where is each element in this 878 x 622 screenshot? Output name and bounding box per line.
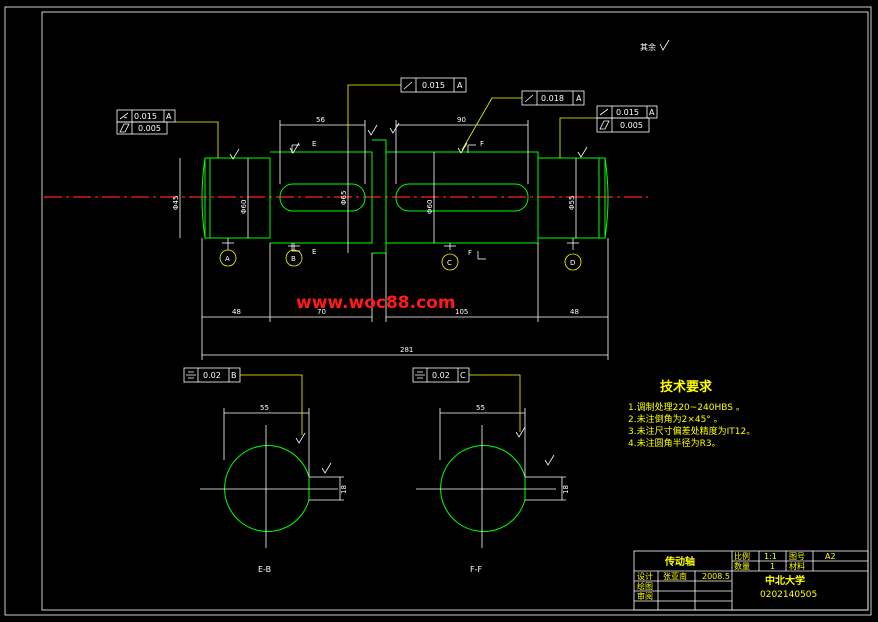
- section-ff-label: F-F: [470, 565, 482, 574]
- dia-label-2: Φ60: [240, 200, 248, 214]
- section-b-depth: 18: [340, 485, 348, 494]
- section-eb: 55 18 E-B: [200, 404, 348, 574]
- roughness-mark-icon: [289, 142, 300, 154]
- review-label: 审阅: [637, 591, 653, 601]
- key2-length: 90: [457, 116, 466, 124]
- sym-frame-b: 0.02 B: [183, 367, 303, 435]
- drawing-no-label: 图号: [789, 552, 805, 561]
- design-label: 设计: [637, 571, 653, 581]
- roughness-mark-icon: [577, 146, 588, 158]
- outer-frame: [4, 6, 872, 616]
- qty-value: 1: [770, 562, 775, 571]
- sym-frame-c: 0.02 C: [412, 367, 521, 432]
- svg-text:0.018: 0.018: [541, 94, 564, 103]
- svg-text:B: B: [231, 371, 237, 380]
- datum-a: A: [219, 238, 237, 267]
- school-name: 中北大学: [765, 574, 805, 587]
- dia-label-1: Φ45: [172, 196, 180, 210]
- svg-text:0.005: 0.005: [620, 121, 643, 130]
- roughness-mark-icon: [367, 124, 378, 136]
- svg-text:A: A: [166, 112, 172, 121]
- svg-text:0.015: 0.015: [422, 81, 445, 90]
- roughness-mark-icon: [229, 148, 240, 160]
- svg-text:0.02: 0.02: [432, 371, 450, 380]
- tol-frame-mid2: 0.018 A: [461, 90, 585, 151]
- section-e-top: E: [312, 140, 316, 148]
- key1-length: 56: [316, 116, 325, 124]
- length-dimensions: 48 70 105 48 281: [201, 238, 609, 360]
- svg-text:0.015: 0.015: [616, 108, 639, 117]
- shaft-outline: [201, 139, 609, 254]
- dia-label-5: Φ55: [568, 196, 576, 210]
- section-eb-label: E-B: [258, 565, 271, 574]
- svg-text:0.015: 0.015: [134, 112, 157, 121]
- svg-text:B: B: [291, 255, 296, 263]
- scale-value: 1:1: [764, 552, 777, 561]
- svg-text:C: C: [447, 259, 452, 267]
- tol-frame-mid: 0.015 A: [347, 77, 467, 140]
- roughness-note: 其余: [640, 42, 656, 52]
- section-e-bot: E: [312, 248, 316, 256]
- tech-req-item-4: 4.未注圆角半径为R3。: [628, 437, 721, 449]
- svg-text:A: A: [576, 94, 582, 103]
- student-id: 0202140505: [760, 590, 817, 600]
- watermark: www.woc88.com: [296, 293, 456, 313]
- svg-text:D: D: [570, 259, 575, 267]
- seg4-length: 48: [570, 308, 579, 316]
- svg-text:0.02: 0.02: [203, 371, 221, 380]
- roughness-symbol-icon: [659, 39, 670, 51]
- seg1-length: 48: [232, 308, 241, 316]
- drawing-no-value: A2: [825, 552, 836, 561]
- dia-label-3: Φ65: [340, 191, 348, 205]
- svg-text:C: C: [460, 371, 466, 380]
- section-ff: 55 18 F-F: [416, 404, 570, 574]
- svg-text:0.005: 0.005: [138, 124, 161, 133]
- tech-req-item-3: 3.未注尺寸偏差处精度为IT12。: [628, 425, 755, 437]
- dia-label-4: Φ60: [426, 200, 434, 214]
- section-b-width: 55: [260, 404, 269, 412]
- svg-text:A: A: [457, 81, 463, 90]
- svg-text:A: A: [225, 255, 230, 263]
- datum-d: D: [564, 238, 582, 271]
- roughness-mark-icon: [389, 122, 400, 134]
- scale-label: 比例: [734, 551, 750, 561]
- tech-req-title: 技术要求: [660, 379, 713, 395]
- section-f-top: F: [480, 140, 484, 148]
- section-c-width: 55: [476, 404, 485, 412]
- tol-frame-top-right: 0.015 A 0.005: [559, 105, 658, 158]
- roughness-mark-icon: [457, 142, 468, 154]
- qty-label: 数量: [734, 561, 750, 571]
- inner-frame: [41, 11, 869, 611]
- total-length: 281: [400, 346, 413, 354]
- datum-b: B: [285, 243, 303, 267]
- technical-requirements: 技术要求 1.调制处理220~240HBS 。 2.未注倒角为2×45° 。 3…: [628, 379, 755, 449]
- datum-c: C: [441, 243, 459, 271]
- tol-frame-top-left: 0.015 A 0.005: [116, 109, 219, 158]
- tech-req-item-1: 1.调制处理220~240HBS 。: [628, 401, 745, 413]
- section-f-bot: F: [468, 249, 472, 257]
- drawing-label: 绘图: [637, 581, 653, 591]
- svg-text:A: A: [649, 108, 655, 117]
- section-c-depth: 18: [562, 485, 570, 494]
- designer-name: 张亚南: [663, 571, 687, 581]
- part-name: 传动轴: [664, 555, 695, 568]
- seg2-length: 70: [317, 308, 326, 316]
- title-block: 传动轴 比例 1:1 图号 A2 数量 1 材料 设计 张亚南 2008.5 绘…: [633, 550, 869, 611]
- tech-req-item-2: 2.未注倒角为2×45° 。: [628, 413, 723, 425]
- seg3-length: 105: [455, 308, 468, 316]
- design-date: 2008.5: [702, 572, 730, 581]
- material-label: 材料: [789, 561, 805, 571]
